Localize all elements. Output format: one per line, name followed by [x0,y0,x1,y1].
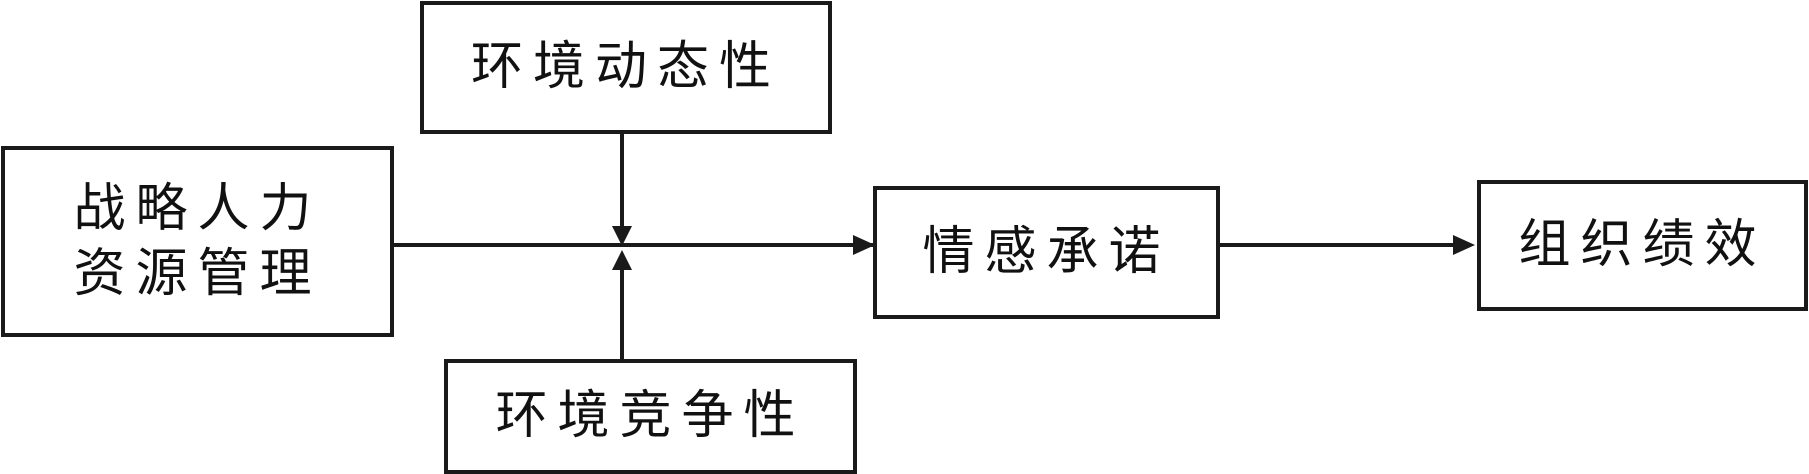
node-env-competitiveness: 环境竞争性 [444,359,857,474]
arrowhead-dynamism-to-path [612,226,632,246]
node-env-dynamism-label: 环境动态性 [470,37,781,97]
node-env-dynamism: 环境动态性 [420,1,832,134]
arrowhead-shrm-to-commitment [853,235,875,255]
node-affective-commitment: 情感承诺 [873,186,1220,319]
node-org-performance: 组织绩效 [1477,180,1808,311]
arrowhead-competitiveness-to-path [612,250,632,270]
node-env-competitiveness-label: 环境竞争性 [495,386,806,446]
node-strategic-hrm: 战略人力 资源管理 [1,146,394,337]
node-strategic-hrm-line2: 资源管理 [73,243,322,304]
arrowhead-commitment-to-performance [1453,235,1475,255]
node-strategic-hrm-line1: 战略人力 [73,178,322,239]
node-org-performance-label: 组织绩效 [1518,215,1767,275]
node-affective-commitment-label: 情感承诺 [922,222,1171,282]
node-strategic-hrm-label: 战略人力 资源管理 [73,177,321,307]
